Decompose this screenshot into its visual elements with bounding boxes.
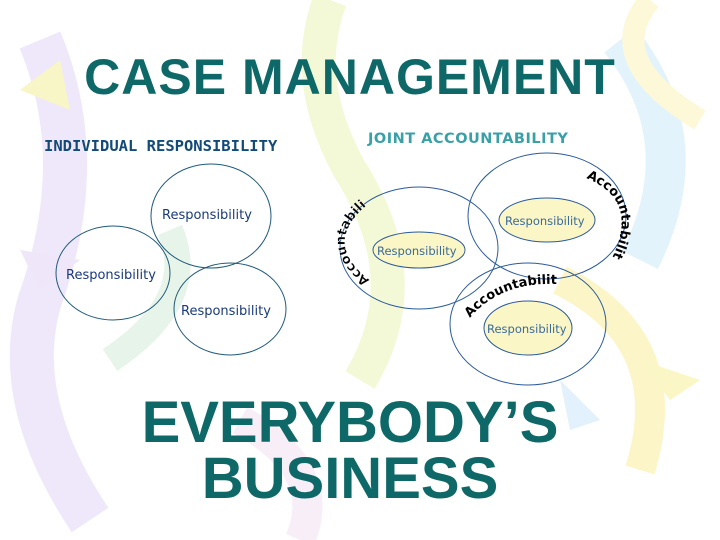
joint-circle-left <box>339 186 499 310</box>
business-heading: BUSINESS <box>201 446 499 511</box>
individual-circle-2 <box>55 225 171 321</box>
individual-responsibility-label-3: Responsibility <box>181 304 271 319</box>
everybodys-heading: EVERYBODY’S <box>141 390 559 455</box>
joint-circle-left-inner <box>372 231 466 269</box>
joint-responsibility-label-top: Responsibility <box>505 214 585 228</box>
joint-circle-top-inner <box>498 197 596 243</box>
joint-accountability-heading: JOINT ACCOUNTABILITY <box>368 131 569 147</box>
individual-responsibility-label-2: Responsibility <box>66 268 156 283</box>
joint-circle-bottom <box>449 262 607 386</box>
joint-circle-bottom-inner <box>483 300 573 356</box>
individual-responsibility-label-1: Responsibility <box>162 208 252 223</box>
individual-circle-1 <box>150 163 272 269</box>
joint-circle-top <box>467 152 627 280</box>
slide-title: CASE MANAGEMENT <box>84 49 616 105</box>
individual-responsibility-heading: INDIVIDUAL RESPONSIBILITY <box>44 137 278 155</box>
individual-circle-3 <box>173 262 287 356</box>
joint-responsibility-label-bottom: Responsibility <box>487 322 567 336</box>
joint-responsibility-label-left: Responsibility <box>377 244 457 258</box>
